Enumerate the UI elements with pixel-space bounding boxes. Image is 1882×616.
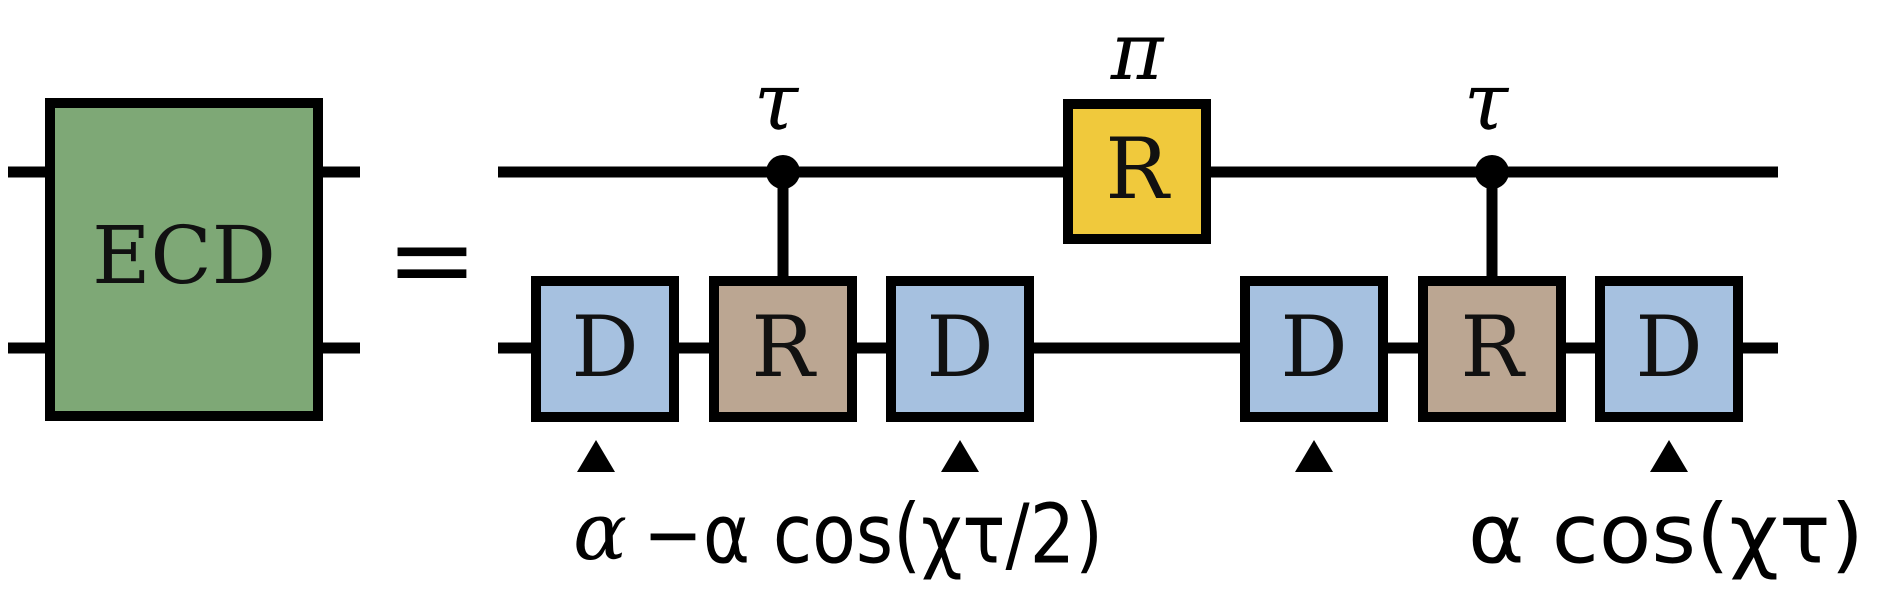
bottom-gate-6: D (1595, 276, 1743, 422)
bottom-gate-1: D (531, 276, 679, 422)
pointer-triangle-2 (941, 440, 979, 472)
control-dot-1 (766, 155, 800, 189)
ecd-gate-label: ECD (92, 209, 276, 302)
control-dot-2 (1475, 155, 1509, 189)
bottom-gate-label: D (1280, 298, 1347, 396)
bottom-gate-5: R (1418, 276, 1566, 422)
control-param-2: τ (1464, 55, 1510, 148)
pointer-triangle-1 (577, 440, 615, 472)
top-gate-label: R (1105, 120, 1171, 218)
displacement-label-1: α (573, 485, 627, 578)
bottom-gate-label: D (926, 298, 993, 396)
control-2: τ (1464, 55, 1510, 285)
bottom-gate-label: R (751, 298, 817, 396)
bottom-gate-4: D (1240, 276, 1388, 422)
top-gate-r-pi: R π (1063, 5, 1211, 244)
pointer-triangle-4 (1650, 440, 1688, 472)
bottom-gate-box (531, 276, 679, 422)
pointer-triangle-3 (1295, 440, 1333, 472)
bottom-gate-box (1418, 276, 1566, 422)
displacement-label-3: α cos(χτ) (1468, 487, 1864, 582)
control-param-1: τ (754, 55, 800, 148)
control-1: τ (754, 55, 800, 285)
displacement-label-2: −α cos(χτ/2) (643, 487, 1103, 582)
bottom-gate-label: D (1635, 298, 1702, 396)
bottom-gate-box (1240, 276, 1388, 422)
bottom-gate-box (886, 276, 1034, 422)
displacement-3: α cos(χτ) (1295, 440, 1864, 582)
displacement-1: α (573, 440, 627, 578)
ecd-composite: ECD (8, 98, 360, 421)
equals-sign: = (386, 195, 478, 323)
bottom-gate-3: D (886, 276, 1034, 422)
bottom-gate-box (709, 276, 857, 422)
ecd-gate-box (45, 98, 323, 421)
displacement-2: −α cos(χτ/2) (643, 440, 1103, 582)
bottom-gate-box (1595, 276, 1743, 422)
top-gate-param: π (1110, 5, 1165, 98)
bottom-gate-2: R (709, 276, 857, 422)
bottom-gate-label: D (571, 298, 638, 396)
bottom-gate-label: R (1460, 298, 1526, 396)
top-gate-box (1063, 99, 1211, 244)
